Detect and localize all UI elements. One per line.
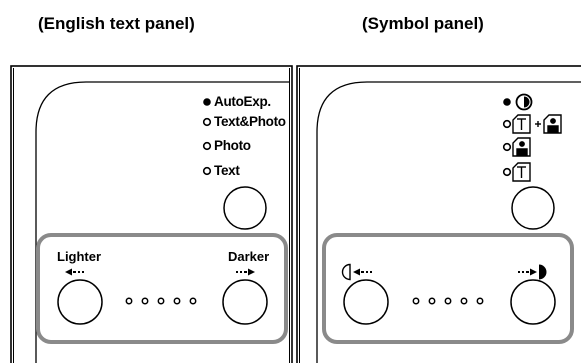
photo-icon: [512, 137, 531, 157]
density-indicator-dot: [460, 297, 468, 305]
symbol-panel-border: [296, 65, 581, 363]
lighter-label: Lighter: [57, 249, 102, 264]
density-indicator-dot: [444, 297, 452, 305]
symbol-panel-rounded-face: [316, 81, 581, 363]
lighter-button[interactable]: [343, 279, 389, 325]
auto-exposure-icon: [515, 93, 533, 111]
density-indicator-row: [412, 297, 484, 305]
mode-indicator-photo-dot: [502, 142, 512, 152]
lighter-symbol-icon: [341, 263, 372, 281]
darker-symbol-icon: [518, 264, 547, 280]
mode-indicator-auto-dot: [503, 98, 511, 106]
text-and-photo-icon: [512, 114, 562, 134]
density-indicator-dot: [141, 297, 149, 305]
density-controls-highlight-frame: [36, 233, 288, 344]
english-panel-label-area: AutoExp. Text&Photo Photo Text Lighter D…: [14, 68, 289, 363]
symbol-panel: [296, 65, 581, 363]
density-indicator-dot: [125, 297, 133, 305]
darker-arrow-icon: [248, 268, 255, 276]
mode-label-autoexp: AutoExp.: [214, 94, 271, 109]
mode-label-photo: Photo: [214, 138, 251, 153]
mode-select-button[interactable]: [511, 186, 555, 230]
darker-button[interactable]: [510, 279, 556, 325]
mode-select-button[interactable]: [223, 186, 267, 230]
density-indicator-dot: [173, 297, 181, 305]
mode-indicator-text-dot: [502, 167, 512, 177]
symbol-panel-caption: (Symbol panel): [362, 14, 484, 33]
mode-indicator-textphoto-dot: [202, 117, 212, 127]
mode-indicator-autoexp-dot: [203, 98, 211, 106]
density-indicator-row: [125, 297, 197, 305]
english-panel-border: [10, 65, 293, 363]
mode-indicator-photo-dot: [202, 141, 212, 151]
density-indicator-dot: [157, 297, 165, 305]
density-indicator-dot: [428, 297, 436, 305]
english-panel-caption: (English text panel): [38, 14, 195, 33]
mode-label-textphoto: Text&Photo: [214, 114, 286, 129]
text-icon: [512, 162, 531, 182]
mode-indicator-textphoto-dot: [502, 119, 512, 129]
density-indicator-dot: [476, 297, 484, 305]
density-indicator-dot: [412, 297, 420, 305]
english-panel: [10, 65, 293, 363]
darker-button[interactable]: [222, 279, 268, 325]
darker-label: Darker: [228, 249, 270, 264]
mode-indicator-text-dot: [202, 166, 212, 176]
english-panel-rounded-face: [35, 81, 289, 363]
lighter-arrow-icon: [65, 268, 72, 276]
density-indicator-dot: [189, 297, 197, 305]
density-controls-highlight-frame: [322, 233, 574, 344]
lighter-button[interactable]: [57, 279, 103, 325]
mode-label-text: Text: [214, 163, 240, 178]
